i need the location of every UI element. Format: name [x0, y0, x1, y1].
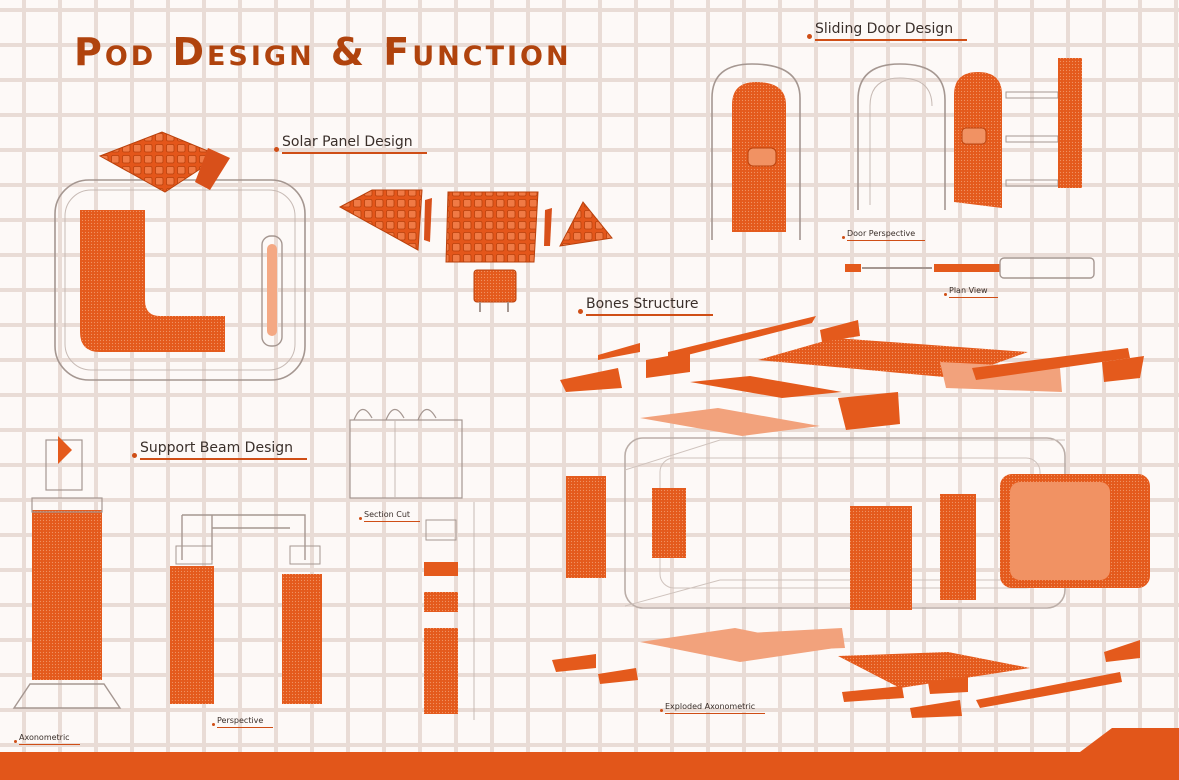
bullet [132, 453, 137, 458]
underline [364, 521, 421, 522]
underline [949, 297, 998, 298]
underline [282, 152, 427, 154]
caption-section-cut: Section Cut [359, 510, 421, 522]
underline [19, 744, 80, 745]
bullet [274, 147, 279, 152]
section-label: Sliding Door Design [815, 21, 954, 37]
solar-pod [54, 131, 306, 381]
underline [140, 458, 308, 460]
bullet [807, 34, 812, 39]
door-perspective [711, 58, 1082, 240]
caption-label: Perspective [217, 716, 264, 725]
caption-label: Exploded Axonometric [665, 702, 756, 711]
caption-label: Plan View [949, 286, 988, 295]
support-perspective [170, 514, 322, 704]
bullet [660, 709, 663, 712]
section-solar-panel: Solar Panel Design [274, 134, 427, 154]
bones-exploded [552, 316, 1150, 718]
section-label: Solar Panel Design [282, 134, 413, 150]
footer-bar [0, 752, 1179, 780]
solar-panel-exploded [338, 189, 613, 312]
bullet [14, 740, 17, 743]
underline [665, 713, 766, 714]
caption-plan-view: Plan View [944, 286, 998, 298]
section-bones-structure: Bones Structure [578, 296, 713, 316]
page-title: Pod Design & Function [74, 30, 572, 74]
underline [217, 727, 274, 728]
caption-axonometric: Axonometric [14, 733, 80, 745]
section-support-beam: Support Beam Design [132, 440, 308, 460]
caption-door-perspective: Door Perspective [842, 229, 926, 241]
caption-label: Section Cut [364, 510, 411, 519]
bullet [359, 517, 362, 520]
underline [586, 314, 713, 316]
section-sliding-door: Sliding Door Design [807, 21, 968, 41]
bullet [578, 309, 583, 314]
bullet [842, 236, 845, 239]
bullet [944, 293, 947, 296]
section-label: Support Beam Design [140, 440, 294, 456]
corner-accent [1080, 728, 1179, 752]
underline [815, 39, 968, 41]
bullet [212, 723, 215, 726]
caption-perspective: Perspective [212, 716, 274, 728]
caption-label: Axonometric [19, 733, 70, 742]
caption-exploded-axonometric: Exploded Axonometric [660, 702, 766, 714]
caption-label: Door Perspective [847, 229, 916, 238]
illustrations [12, 58, 1179, 752]
support-axonometric [12, 436, 122, 709]
section-label: Bones Structure [586, 296, 699, 312]
support-section-cut [349, 408, 475, 720]
underline [847, 240, 926, 241]
door-plan [845, 257, 1095, 279]
